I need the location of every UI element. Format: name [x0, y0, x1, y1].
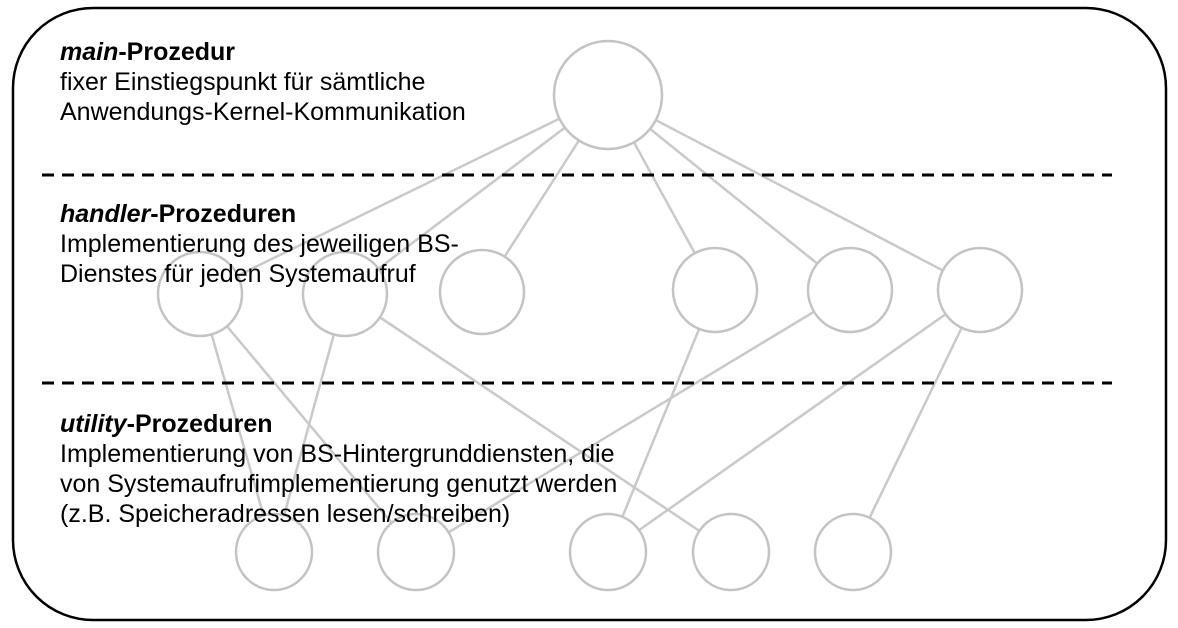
- handler-layer-desc-line2: Dienstes für jeden Systemaufruf: [60, 260, 416, 288]
- edge-main-to-handler-6: [607, 93, 981, 292]
- edge-handler-4-to-utility-3: [606, 289, 717, 553]
- edge-handler-6-to-utility-5: [851, 289, 982, 553]
- node-handler-2: [301, 250, 389, 338]
- utility-layer-label: utility-Prozeduren Implementierung von B…: [60, 409, 617, 529]
- node-utility-2: [376, 512, 456, 592]
- node-handler-4: [671, 246, 759, 334]
- node-handler-6: [936, 246, 1024, 334]
- node-utility-5: [813, 512, 893, 592]
- main-layer-desc-line2: Anwendungs-Kernel-Kommunikation: [60, 98, 466, 126]
- edge-main-to-handler-1: [199, 93, 609, 296]
- node-utility-3: [568, 512, 648, 592]
- utility-layer-desc-line2: von Systemaufrufimplementierung genutzt …: [60, 470, 618, 498]
- main-layer-desc-line1: fixer Einstiegspunkt für sämtliche: [60, 68, 426, 96]
- node-main: [552, 39, 664, 151]
- edge-handler-1-to-utility-2: [199, 293, 417, 553]
- node-utility-4: [691, 512, 771, 592]
- node-handler-3: [438, 248, 526, 336]
- edge-handler-5-to-utility-2: [415, 288, 851, 554]
- edge-handler-2-to-utility-4: [344, 292, 732, 554]
- edge-handler-2-to-utility-1: [272, 293, 347, 553]
- main-layer-title: main-Prozedur: [60, 38, 236, 66]
- outer-border: [11, 6, 1168, 622]
- utility-layer-desc-line3: (z.B. Speicheradressen lesen/schreiben): [60, 500, 511, 528]
- handler-layer-title: handler-Prozeduren: [60, 200, 297, 228]
- utility-layer-title: utility-Prozeduren: [60, 410, 273, 438]
- node-handler-5: [806, 246, 894, 334]
- handler-layer-label: handler-Prozeduren Implementierung des j…: [60, 199, 459, 289]
- main-layer-label: main-Prozedur fixer Einstiegspunkt für s…: [60, 37, 466, 127]
- node-handler-1: [156, 250, 244, 338]
- handler-layer-desc-line1: Implementierung des jeweiligen BS-: [60, 230, 459, 258]
- node-utility-1: [234, 512, 314, 592]
- utility-layer-desc-line1: Implementierung von BS-Hintergrunddienst…: [60, 440, 615, 468]
- edge-handler-6-to-utility-3: [607, 288, 981, 554]
- edge-handler-1-to-utility-1: [198, 293, 276, 553]
